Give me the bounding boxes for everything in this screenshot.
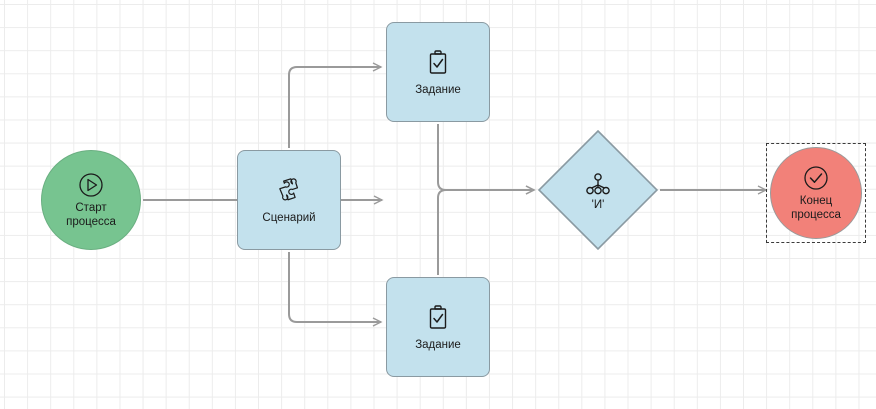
connector-e2[interactable] xyxy=(288,62,383,148)
connector-e5[interactable] xyxy=(437,185,536,275)
user-task-node-top[interactable]: Задание xyxy=(386,22,490,122)
selection-frame[interactable] xyxy=(766,143,866,243)
puzzle-piece-icon xyxy=(274,176,304,206)
end-event-label: Конец процесса xyxy=(791,195,841,221)
start-event-label: Старт процесса xyxy=(66,202,116,228)
user-task-label-bottom: Задание xyxy=(415,338,461,351)
user-task-node-bottom[interactable]: Задание xyxy=(386,277,490,377)
user-task-label-top: Задание xyxy=(415,83,461,96)
script-task-label: Сценарий xyxy=(262,211,316,224)
connector-e4[interactable] xyxy=(437,124,536,195)
parallel-gateway-node[interactable]: 'И' xyxy=(538,130,658,250)
connector-e3[interactable] xyxy=(288,252,383,327)
check-circle-icon xyxy=(802,164,830,192)
play-circle-icon xyxy=(77,171,105,199)
script-task-node[interactable]: Сценарий xyxy=(237,150,341,250)
clipboard-check-icon xyxy=(423,303,453,333)
start-event-node[interactable]: Старт процесса xyxy=(41,150,141,250)
fork-branch-icon xyxy=(584,172,612,198)
gateway-label: 'И' xyxy=(591,199,605,211)
clipboard-check-icon xyxy=(423,48,453,78)
end-event-node[interactable]: Конец процесса xyxy=(770,147,862,239)
